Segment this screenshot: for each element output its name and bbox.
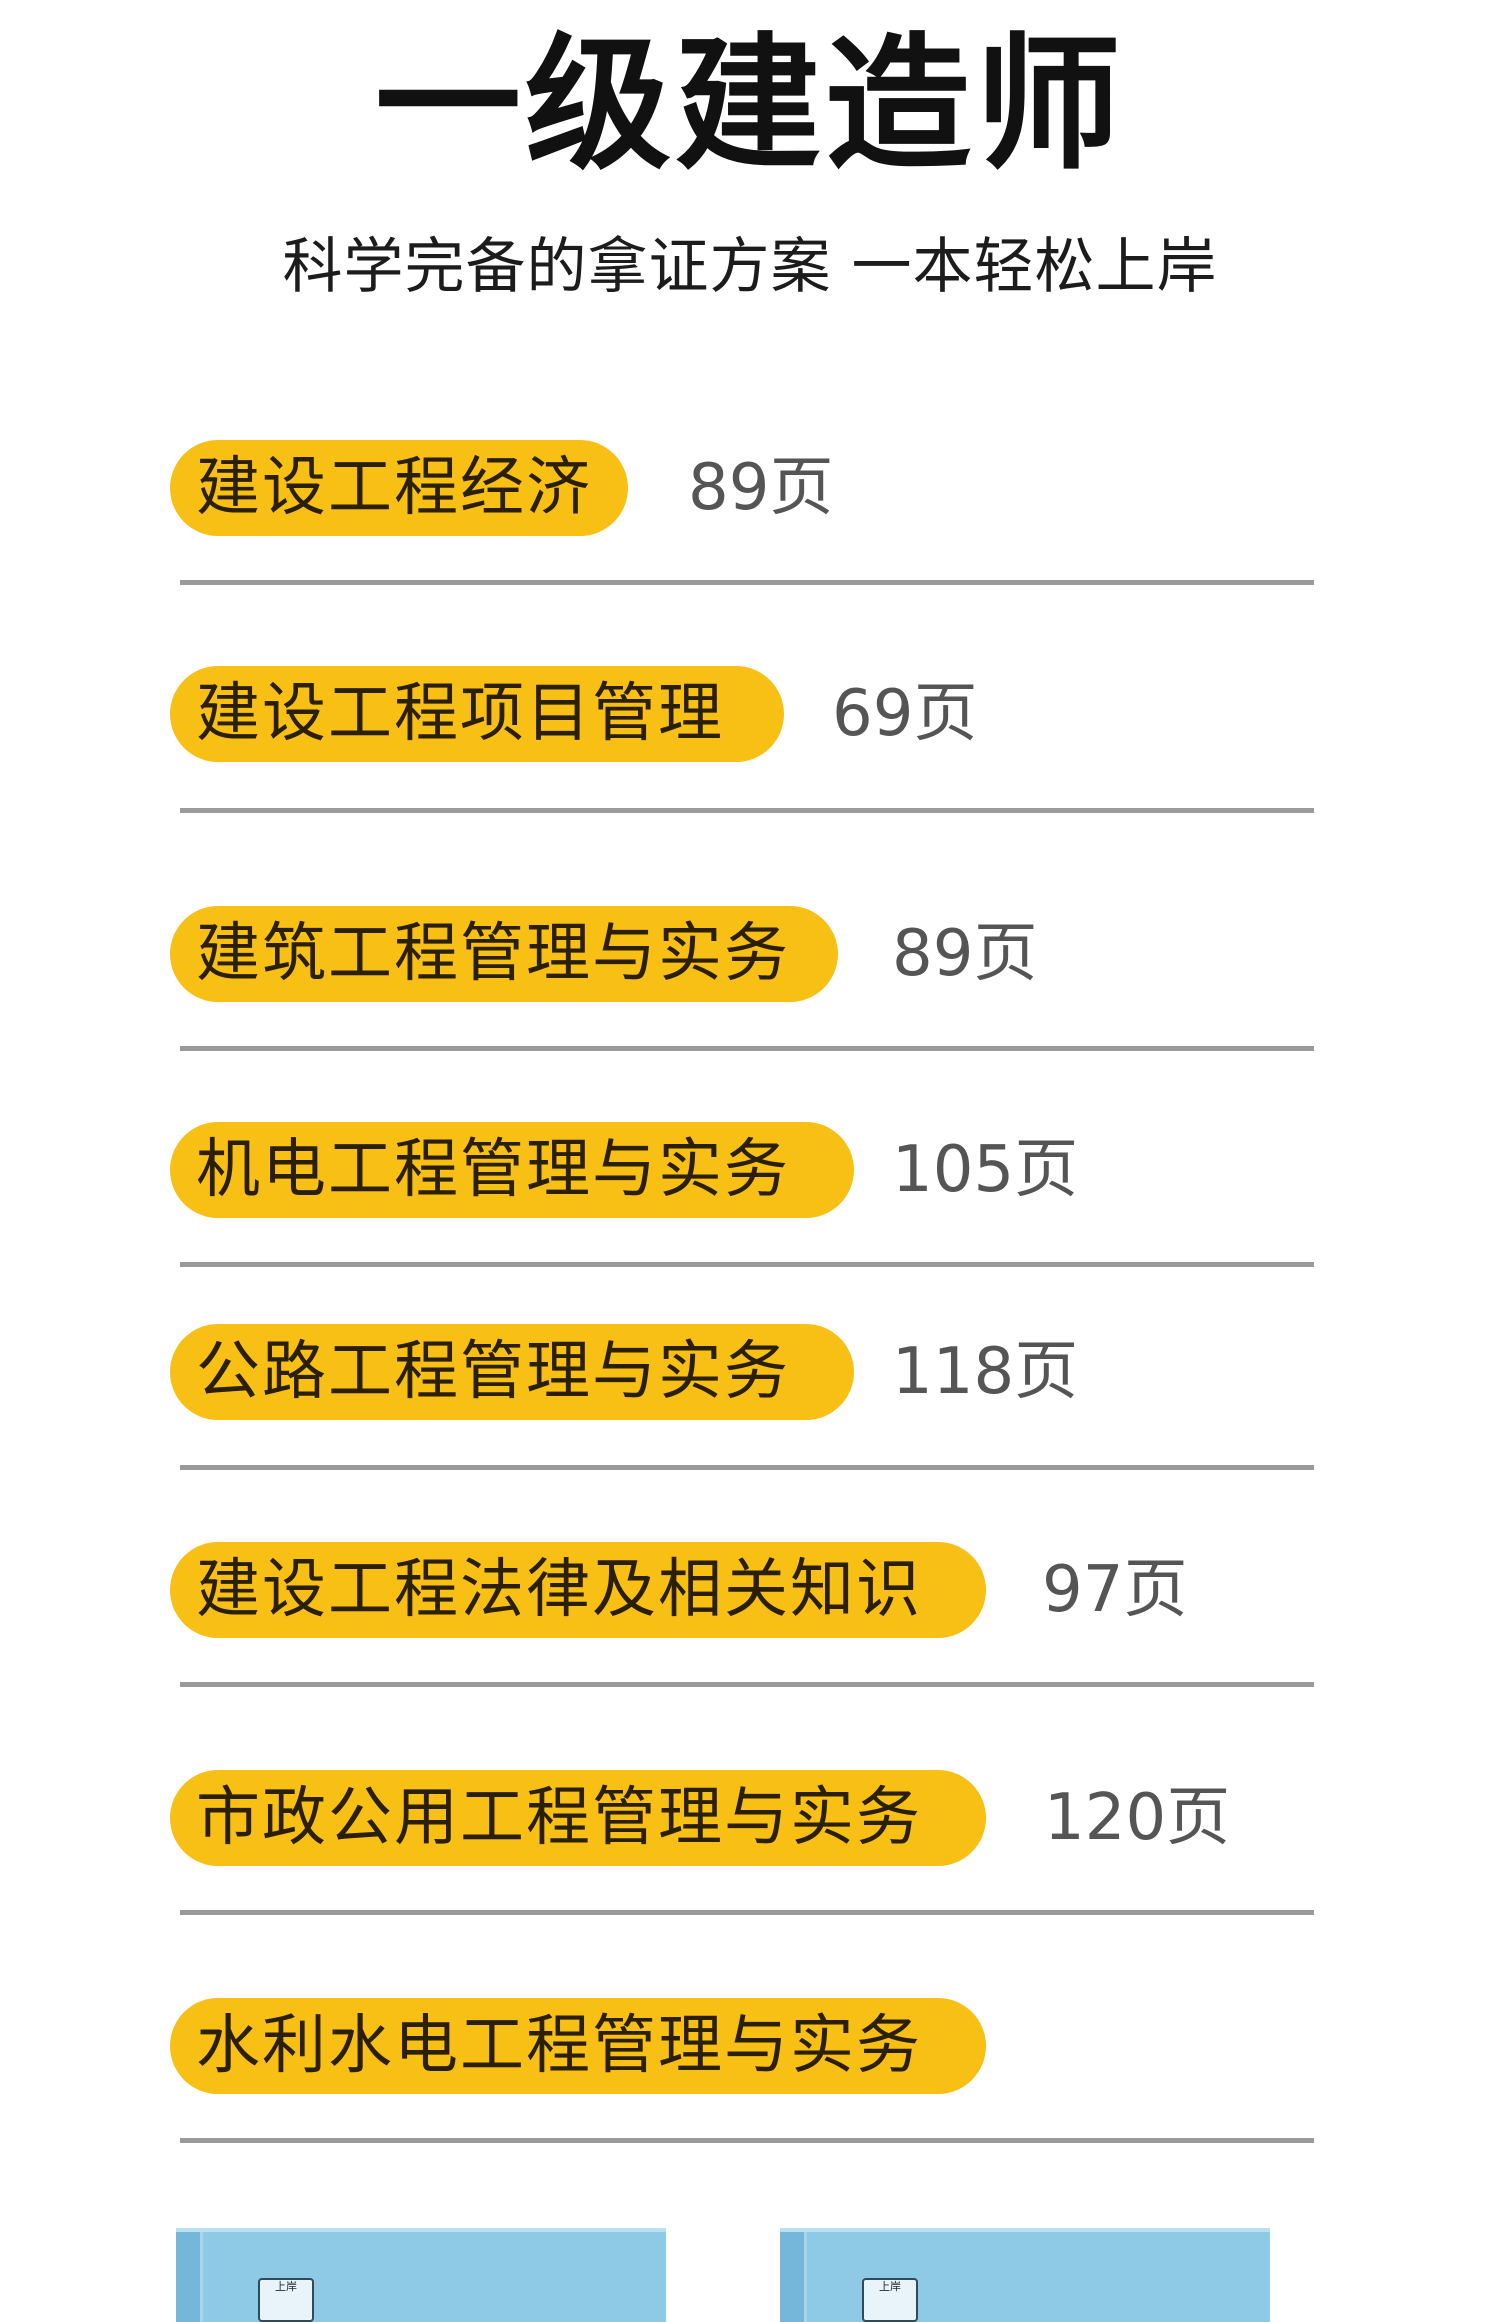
page-count: 120页 <box>1044 1781 1231 1855</box>
row-divider <box>180 1465 1314 1470</box>
subject-pill[interactable]: 公路工程管理与实务 <box>170 1324 854 1420</box>
subject-pill[interactable]: 建设工程法律及相关知识 <box>170 1542 986 1638</box>
row-divider <box>180 580 1314 585</box>
book-preview-strip: 上岸 上岸 <box>0 2218 1500 2322</box>
subject-pill[interactable]: 建筑工程管理与实务 <box>170 906 838 1002</box>
subject-pill[interactable]: 建设工程项目管理 <box>170 666 784 762</box>
row-divider <box>180 2138 1314 2143</box>
page-count: 69页 <box>832 677 978 751</box>
subject-pill[interactable]: 水利水电工程管理与实务 <box>170 1998 986 2094</box>
page-count: 105页 <box>892 1133 1079 1207</box>
book-spine <box>176 2232 203 2322</box>
page-count: 118页 <box>892 1335 1079 1409</box>
page-count: 97页 <box>1042 1553 1188 1627</box>
page-title: 一级建造师 <box>375 20 1125 190</box>
row-divider <box>180 1262 1314 1267</box>
subject-pill[interactable]: 机电工程管理与实务 <box>170 1122 854 1218</box>
row-divider <box>180 808 1314 813</box>
page-count: 89页 <box>892 917 1038 991</box>
book-logo-label: 上岸 <box>862 2278 918 2322</box>
book-cover[interactable]: 上岸 <box>780 2228 1270 2322</box>
row-divider <box>180 1682 1314 1687</box>
book-logo-label: 上岸 <box>258 2278 314 2322</box>
subject-pill[interactable]: 市政公用工程管理与实务 <box>170 1770 986 1866</box>
row-divider <box>180 1046 1314 1051</box>
subject-pill[interactable]: 建设工程经济 <box>170 440 628 536</box>
row-divider <box>180 1910 1314 1915</box>
page-subtitle: 科学完备的拿证方案 一本轻松上岸 <box>282 232 1218 302</box>
page-count: 89页 <box>688 451 834 525</box>
book-cover[interactable]: 上岸 <box>176 2228 666 2322</box>
book-spine <box>780 2232 807 2322</box>
